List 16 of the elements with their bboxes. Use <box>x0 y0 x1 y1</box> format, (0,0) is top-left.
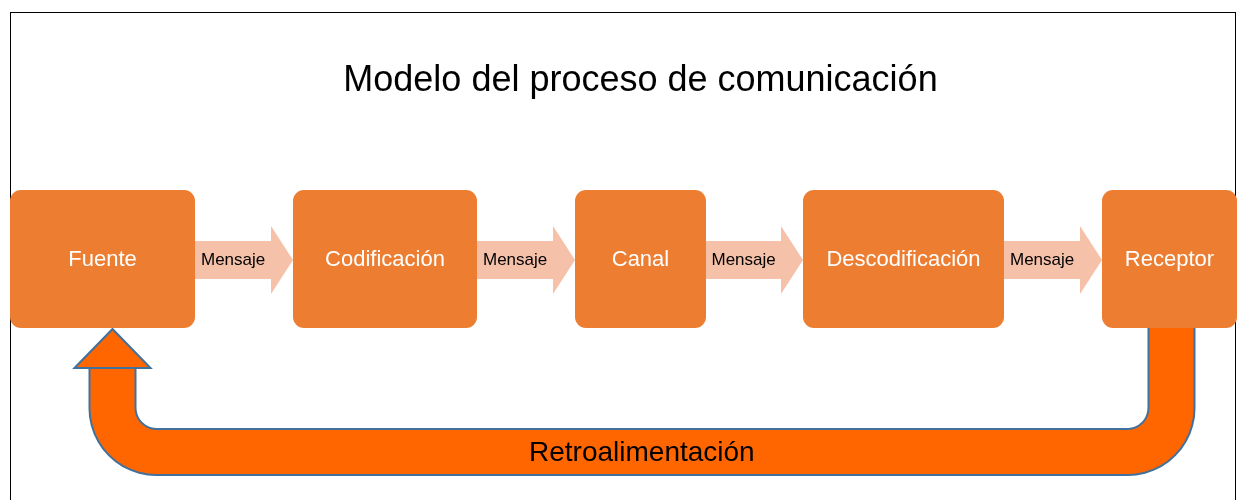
node-label: Receptor <box>1124 246 1215 272</box>
process-box <box>575 190 706 328</box>
node-label: Codificación <box>325 246 445 272</box>
process-box <box>10 190 195 328</box>
diagram-title: Modelo del proceso de comunicación <box>342 58 939 100</box>
edge-label: Mensaje <box>483 250 548 270</box>
edge-label: Mensaje <box>201 250 266 270</box>
process-box <box>803 190 1004 328</box>
node-label: Canal <box>611 246 670 272</box>
process-box <box>1102 190 1237 328</box>
edge-label: Mensaje <box>1010 250 1075 270</box>
node-label: Fuente <box>68 246 137 272</box>
edge-label: Retroalimentación <box>529 436 755 468</box>
process-box <box>293 190 477 328</box>
node-label: Descodificación <box>826 246 981 272</box>
edge-label: Mensaje <box>711 250 776 270</box>
